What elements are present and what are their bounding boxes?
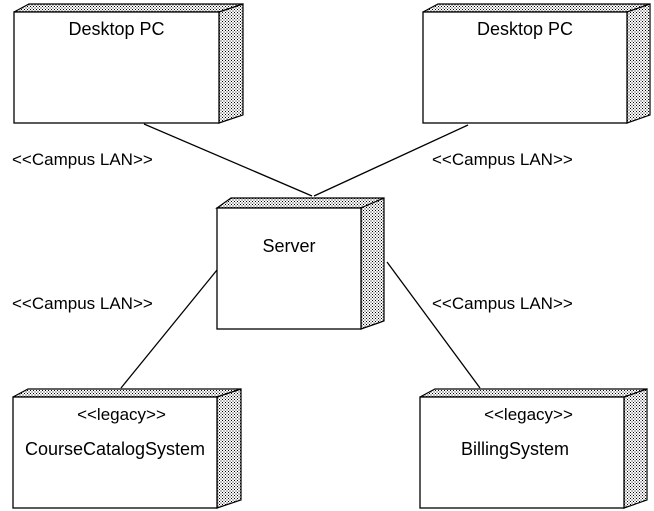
node-front-face [13,11,220,124]
course-catalog-stereotype: <<legacy>> [77,405,166,424]
node-course-catalog-system [12,388,242,509]
node-side-face [626,3,651,124]
node-billing-system [419,388,648,509]
node-front-face [12,396,218,509]
connector-desktop-right-server [313,124,469,197]
billing-stereotype: <<legacy>> [484,405,573,424]
node-side-face [218,3,244,124]
node-top-face [12,388,242,398]
node-front-face [216,207,362,330]
connector-server-billing [386,261,481,389]
node-top-face [419,388,648,398]
node-desktop-pc-right [422,3,651,124]
desktop-pc-right-label: Desktop PC [476,19,574,39]
connection-label-course-catalog: <<Campus LAN>> [12,294,153,313]
billing-label: BillingSystem [460,439,570,459]
node-top-face [422,3,651,13]
server-label: Server [262,236,316,256]
node-top-face [13,3,244,13]
node-desktop-pc-left [13,3,244,124]
node-side-face [360,197,385,330]
node-top-face [215,197,385,209]
desktop-pc-left-label: Desktop PC [68,19,165,39]
node-front-face [422,11,628,124]
node-server [215,197,385,330]
connector-server-course-catalog [120,269,218,389]
connection-label-desktop-left: <<Campus LAN>> [12,150,153,169]
connection-label-billing: <<Campus LAN>> [432,294,573,313]
connection-label-desktop-right: <<Campus LAN>> [432,150,573,169]
node-front-face [419,396,625,509]
connector-desktop-left-server [143,123,313,197]
course-catalog-label: CourseCatalogSystem [24,439,206,459]
